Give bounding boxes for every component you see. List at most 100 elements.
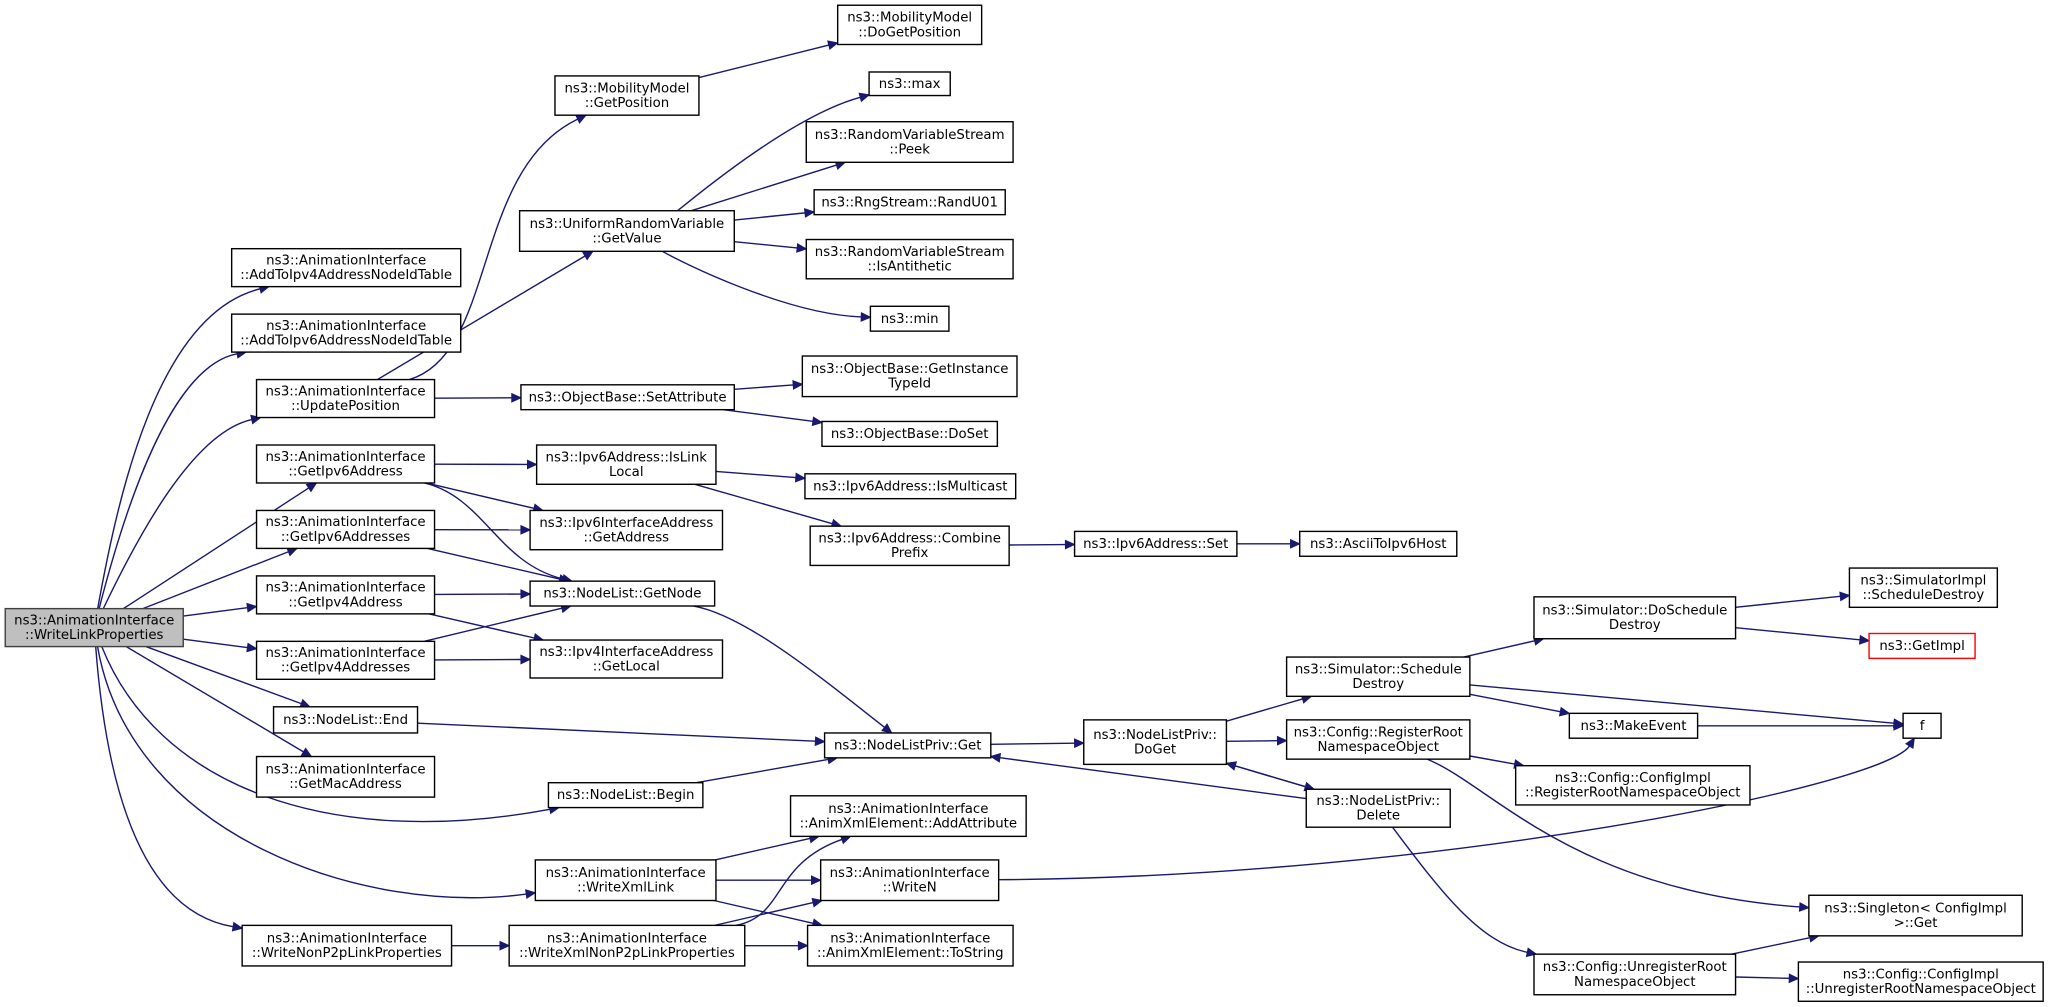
node-label: ::WriteNonP2pLinkProperties (252, 946, 442, 961)
node-cfgimplunreg[interactable]: ns3::Config::ConfigImpl::UnregisterRootN… (1797, 961, 2044, 1002)
node-simsched[interactable]: ns3::Simulator::ScheduleDestroy (1285, 656, 1471, 698)
node-root[interactable]: ns3::AnimationInterface::WriteLinkProper… (4, 607, 184, 648)
node-box (789, 795, 1027, 838)
edge-obsetattr-to-obdoset (723, 408, 824, 427)
arrowhead-icon (1893, 720, 1905, 731)
node-nlpdoget[interactable]: ns3::NodeListPriv::DoGet (1083, 719, 1228, 766)
node-label: ns3::AnimationInterface (14, 613, 174, 628)
node-cfgunreg[interactable]: ns3::Config::UnregisterRootNamespaceObje… (1533, 953, 1737, 996)
node-box (529, 509, 724, 551)
node-min[interactable]: ns3::min (869, 305, 950, 332)
node-box (821, 420, 999, 448)
node-nlpget[interactable]: ns3::NodeListPriv::Get (823, 732, 992, 759)
edge-line (1226, 739, 1278, 742)
node-randu01[interactable]: ns3::RngStream::RandU01 (813, 189, 1006, 216)
arrowhead-icon (1276, 735, 1288, 746)
node-updpos[interactable]: ns3::AnimationInterface::UpdatePosition (255, 378, 436, 419)
node-mmdogetpos[interactable]: ns3::MobilityModel::DoGetPosition (836, 4, 983, 46)
node-addv4[interactable]: ns3::AnimationInterface::AddToIpv4Addres… (230, 247, 462, 288)
node-writen[interactable]: ns3::AnimationInterface::WriteN (819, 859, 1000, 902)
node-getv6[interactable]: ns3::AnimationInterface::GetIpv6Address (255, 444, 436, 484)
edge-line (1226, 698, 1303, 722)
node-axtostr[interactable]: ns3::AnimationInterface::AnimXmlElement:… (806, 924, 1014, 967)
node-label: f (1920, 719, 1925, 734)
node-label: Local (609, 465, 643, 480)
node-obdoset[interactable]: ns3::ObjectBase::DoSet (821, 420, 999, 448)
node-label: ::WriteXmlNonP2pLinkProperties (519, 946, 735, 961)
node-getv4[interactable]: ns3::AnimationInterface::GetIpv4Address (255, 575, 436, 615)
arrowhead-icon (796, 242, 808, 253)
node-box (1285, 719, 1471, 760)
node-box (823, 732, 992, 759)
node-label: ns3::SimulatorImpl (1860, 573, 1986, 588)
node-box (547, 782, 704, 809)
arrowhead-icon (305, 482, 318, 493)
node-label: ::WriteN (883, 881, 937, 896)
node-nlbegin[interactable]: ns3::NodeList::Begin (547, 782, 704, 809)
node-label: ::AddToIpv4AddressNodeIdTable (240, 268, 452, 283)
node-label: ::AnimXmlElement::ToString (817, 946, 1004, 961)
node-nlgetnode[interactable]: ns3::NodeList::GetNode (529, 580, 716, 607)
edge-line (183, 638, 248, 649)
node-getv6s[interactable]: ns3::AnimationInterface::GetIpv6Addresse… (255, 509, 436, 550)
edge-simdosched-to-getimpl (1735, 626, 1871, 645)
node-getimpl[interactable]: ns3::GetImpl (1868, 632, 1976, 660)
node-simimplsched[interactable]: ns3::SimulatorImpl::ScheduleDestroy (1848, 567, 1999, 609)
node-box (1868, 632, 1976, 660)
node-label: Prefix (891, 546, 929, 561)
edge-root-to-getv6 (123, 482, 318, 610)
node-label: ns3::AnimationInterface (265, 581, 425, 596)
edge-line (125, 645, 304, 753)
node-singleton[interactable]: ns3::Singleton< ConfigImpl>::Get (1808, 894, 2023, 937)
node-axaddattr[interactable]: ns3::AnimationInterface::AnimXmlElement:… (789, 795, 1027, 838)
node-v6ifaddr[interactable]: ns3::Ipv6InterfaceAddress::GetAddress (529, 509, 724, 551)
edge-mmgetpos-to-mmdogetpos (698, 40, 839, 79)
node-box (801, 355, 1018, 398)
node-getmac[interactable]: ns3::AnimationInterface::GetMacAddress (255, 755, 436, 798)
edge-line (428, 613, 535, 639)
node-label: ns3::Ipv6Address::IsMulticast (813, 479, 1007, 494)
edge-cfgunreg-to-cfgimplunreg (1735, 973, 1800, 984)
node-label: ns3::Ipv6Address::Set (1083, 537, 1228, 552)
edge-line (1235, 765, 1315, 790)
node-rvsanti[interactable]: ns3::RandomVariableStream::IsAntithetic (805, 238, 1014, 280)
edge-getv6s-to-nlgetnode (427, 547, 570, 584)
edge-urvget-to-rvsanti (734, 241, 808, 253)
node-wxnp2p[interactable]: ns3::AnimationInterface::WriteXmlNonP2pL… (508, 924, 746, 967)
node-box (1514, 764, 1751, 806)
node-urvget[interactable]: ns3::UniformRandomVariable::GetValue (518, 210, 735, 253)
node-box (1568, 712, 1699, 739)
node-nlend[interactable]: ns3::NodeList::End (272, 706, 419, 734)
node-label: ns3::AnimationInterface (830, 866, 990, 881)
node-nlpdelete[interactable]: ns3::NodeListPriv::Delete (1305, 788, 1451, 828)
node-v6set[interactable]: ns3::Ipv6Address::Set (1073, 530, 1238, 557)
node-obsetattr[interactable]: ns3::ObjectBase::SetAttribute (520, 384, 735, 411)
node-cfgimplreg[interactable]: ns3::Config::ConfigImpl::RegisterRootNam… (1514, 764, 1751, 806)
node-label: ::GetIpv6Addresses (281, 530, 410, 545)
node-v6ismulti[interactable]: ns3::Ipv6Address::IsMulticast (804, 473, 1017, 500)
edge-getv4-to-v4getlocal (428, 613, 545, 643)
edge-line (723, 408, 813, 423)
edge-root-to-addv6 (98, 349, 248, 609)
node-makeevent[interactable]: ns3::MakeEvent (1568, 712, 1699, 739)
node-ascii[interactable]: ns3::AsciiToIpv6Host (1299, 530, 1458, 557)
node-mmgetpos[interactable]: ns3::MobilityModel::GetPosition (554, 75, 700, 116)
edge-urvget-to-randu01 (734, 207, 816, 221)
node-rvspeek[interactable]: ns3::RandomVariableStream::Peek (805, 121, 1014, 163)
node-label: ::GetIpv6Address (288, 464, 402, 479)
node-max[interactable]: ns3::max (868, 71, 951, 97)
node-wxlink[interactable]: ns3::AnimationInterface::WriteXmlLink (534, 859, 717, 902)
node-f[interactable]: f (1902, 712, 1942, 739)
node-v4getlocal[interactable]: ns3::Ipv4InterfaceAddress::GetLocal (529, 639, 724, 679)
node-label: ns3::max (879, 77, 941, 92)
node-wnp2p[interactable]: ns3::AnimationInterface::WriteNonP2pLink… (241, 924, 453, 967)
node-addv6[interactable]: ns3::AnimationInterface::AddToIpv6Addres… (230, 313, 462, 353)
node-box (520, 384, 735, 411)
node-label: ns3::NodeList::Begin (557, 788, 695, 803)
node-cfgreg[interactable]: ns3::Config::RegisterRootNamespaceObject (1285, 719, 1471, 760)
node-getv4s[interactable]: ns3::AnimationInterface::GetIpv4Addresse… (255, 640, 436, 681)
